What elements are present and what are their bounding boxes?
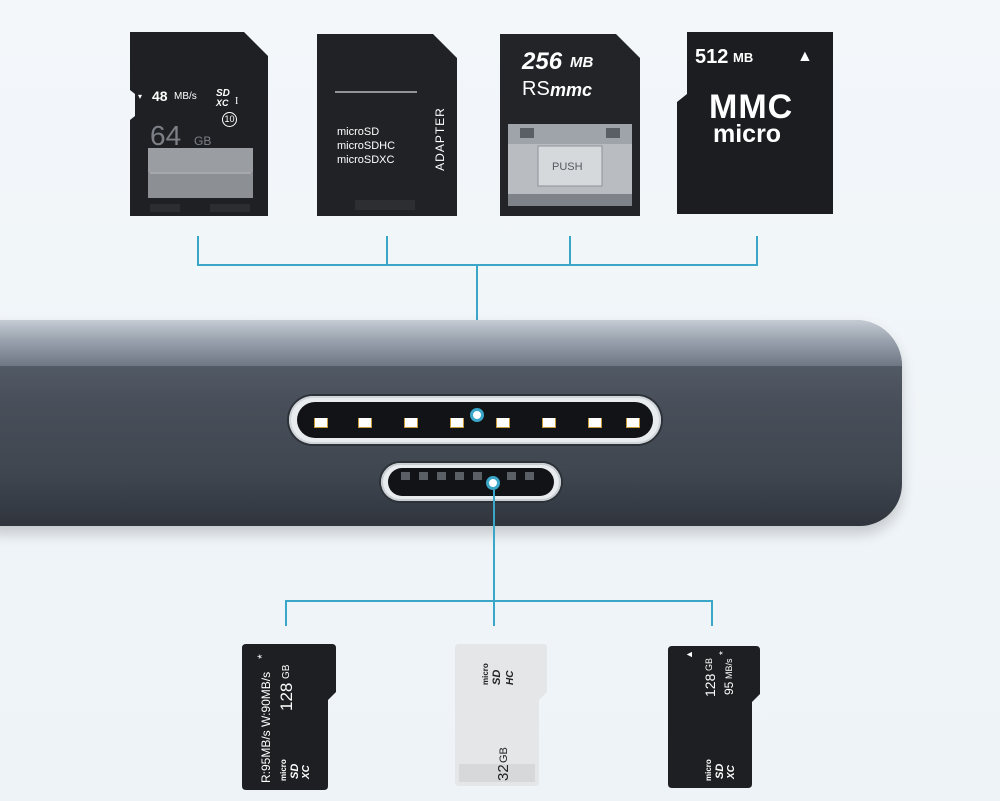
microsd-3-logo-micro: micro xyxy=(704,759,713,781)
microsd-adapter-card: microSD microSDHC microSDXC ADAPTER xyxy=(317,34,457,216)
microsd-2-capacity-unit: GB xyxy=(498,747,510,763)
rsmmc-brand-prefix: RS xyxy=(522,78,550,100)
hub-top-bevel xyxy=(0,320,902,366)
connector-line-mmc xyxy=(756,236,758,266)
sd-card-64gb: 48 MB/s SD XC I 10 ▾ 64 GB xyxy=(130,32,268,216)
microsd-2-shape xyxy=(455,644,547,786)
lock-icon: ▾ xyxy=(138,92,143,101)
sd-capacity: 64 xyxy=(150,120,182,151)
adapter-line2: microSDHC xyxy=(337,140,396,152)
connector-line-microsd-3 xyxy=(711,600,713,626)
connector-line-microsd-1 xyxy=(285,600,287,626)
microsd-2-logo-sub: HC xyxy=(505,670,516,685)
microsd-3-shape xyxy=(668,646,760,788)
mmc-arrow-icon: ▲ xyxy=(797,48,813,65)
microsd-3-logo: SD xyxy=(714,763,726,779)
microsd-3-asterisk: * xyxy=(718,651,729,655)
connector-line-adapter xyxy=(386,236,388,266)
microsd-card-128gb-b: ▲ 128 GB 95 MB/s * micro SD XC xyxy=(668,646,760,788)
sd-speed-unit: MB/s xyxy=(174,91,197,102)
microsd-1-capacity: 128 xyxy=(277,682,296,711)
connector-line-bottom-horizontal xyxy=(285,600,713,602)
microsd-1-logo-micro: micro xyxy=(279,759,288,781)
sd-logo: SD xyxy=(216,88,230,99)
push-label: PUSH xyxy=(552,161,583,173)
microsd-3-capacity-unit: GB xyxy=(704,657,714,671)
rsmmc-capacity-unit: MB xyxy=(570,54,594,71)
microsd-1-logo: SD xyxy=(289,763,301,779)
sd-logo-sub: XC xyxy=(216,98,229,108)
microsd-2-logo: SD xyxy=(491,669,503,685)
mmc-micro-shape xyxy=(677,32,833,214)
sd-speed-text: 48 xyxy=(152,88,168,104)
microsd-1-capacity-unit: GB xyxy=(281,664,292,679)
mmc-line1: MMC xyxy=(709,88,794,126)
connector-line-bottom-drop xyxy=(493,490,495,626)
microsd-2-capacity: 32 xyxy=(495,764,512,781)
sd-slot-pins xyxy=(300,418,650,438)
microsd-card-slot xyxy=(381,463,561,501)
sd-slot-connector-dot xyxy=(470,408,484,422)
adapter-line3: microSDXC xyxy=(337,154,395,166)
mmc-capacity: 512 xyxy=(695,46,729,68)
microsd-3-capacity: 128 xyxy=(702,673,718,697)
sd-bus-class: I xyxy=(235,96,239,107)
mmc-line2: micro xyxy=(713,120,782,148)
sd-card-shape xyxy=(130,32,268,216)
sd-capacity-unit: GB xyxy=(194,134,212,148)
adapter-shape xyxy=(317,34,457,216)
sd-class-rating: 10 xyxy=(222,112,237,127)
mmc-micro-card-512mb: 512 MB ▲ MMC micro xyxy=(677,32,833,214)
rsmmc-card-256mb: 256 MB RS mmc PUSH xyxy=(500,34,640,216)
microsd-3-speed-unit: MB/s xyxy=(724,658,734,679)
microsd-1-asterisk: * xyxy=(255,654,269,659)
rsmmc-capacity: 256 xyxy=(522,48,563,75)
connector-line-rsmmc xyxy=(569,236,571,266)
microsd-card-32gb: micro SD HC 32 GB xyxy=(455,644,547,786)
adapter-line1: microSD xyxy=(337,126,380,138)
rsmmc-brand: mmc xyxy=(550,80,593,100)
microsd-3-arrow-icon: ▲ xyxy=(684,650,694,659)
connector-line-sd xyxy=(197,236,199,266)
microsd-1-shape xyxy=(242,644,336,790)
microsd-3-logo-sub: XC xyxy=(726,765,737,779)
microsd-1-logo-sub: XC xyxy=(301,765,312,779)
microsd-slot-pins xyxy=(395,472,545,486)
microsd-2-logo-micro: micro xyxy=(481,663,490,685)
microsd-slot-connector-dot xyxy=(486,476,500,490)
mmc-capacity-unit: MB xyxy=(733,50,754,65)
rsmmc-shape xyxy=(500,34,640,216)
microsd-card-128gb-a: R:95MB/s W:90MB/s * 128 GB micro SD XC xyxy=(242,644,336,790)
adapter-side-text: ADAPTER xyxy=(433,107,447,171)
microsd-1-speed-line: R:95MB/s W:90MB/s xyxy=(259,671,273,783)
microsd-3-speed: 95 xyxy=(722,681,736,695)
